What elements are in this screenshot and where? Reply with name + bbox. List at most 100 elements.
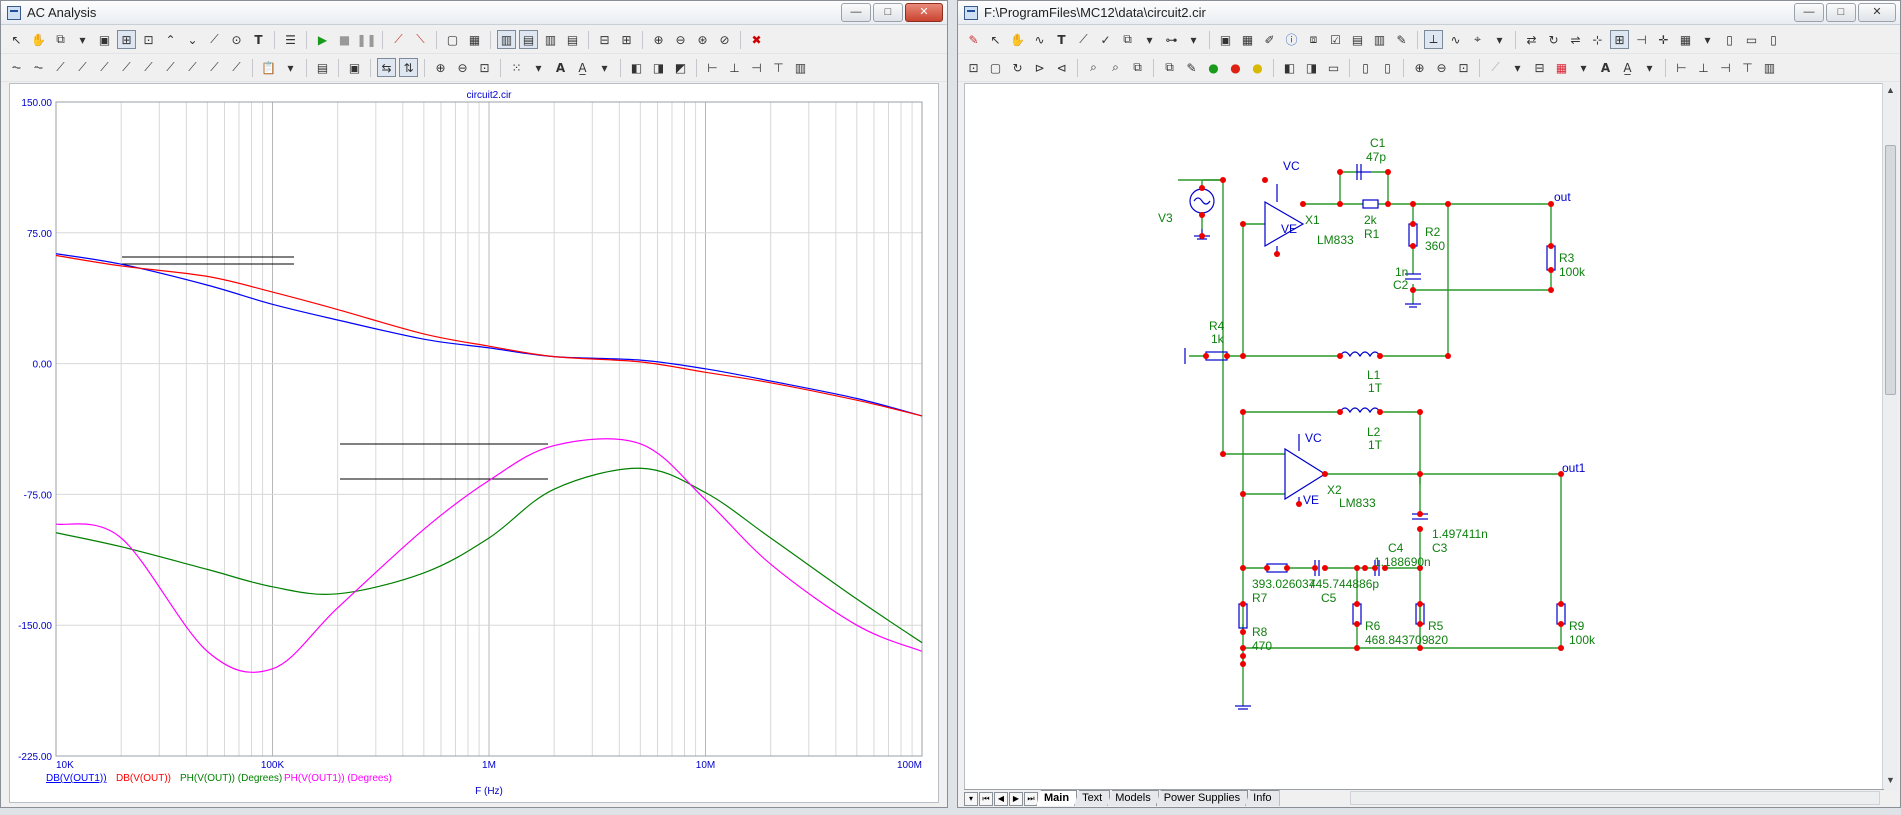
pen-disabled-icon[interactable]: ⟋	[1491, 60, 1500, 74]
align-h-icon[interactable]: ⇆	[377, 58, 396, 77]
r5-label[interactable]: R5	[1428, 619, 1444, 633]
picture-icon[interactable]: ▣	[98, 32, 111, 47]
grid-dots-icon[interactable]: ⁙	[511, 60, 522, 75]
zoom-fit-icon[interactable]: ⊡	[1458, 60, 1469, 75]
x1-opamp-symbol[interactable]	[1264, 200, 1305, 248]
checkbox-icon[interactable]: ☑	[1330, 32, 1341, 47]
mirror-icon[interactable]: ⇌	[1570, 32, 1581, 47]
scroll-down-arrow-icon[interactable]: ▼	[1886, 775, 1895, 785]
x2-model-label[interactable]: LM833	[1339, 496, 1376, 510]
curve-remove-icon[interactable]: ⟍	[416, 32, 425, 46]
waveform-2-icon[interactable]: ⏦	[33, 60, 44, 74]
layout-2-icon[interactable]: ▤	[519, 30, 538, 49]
tab-text[interactable]: Text	[1074, 790, 1111, 806]
legend-item-4[interactable]: PH(V(OUT1)) (Degrees)	[284, 773, 392, 784]
x1-model-label[interactable]: LM833	[1317, 233, 1354, 247]
r7-label[interactable]: R7	[1252, 591, 1268, 605]
zoom-box-icon[interactable]: ⊡	[479, 60, 490, 75]
component-icon[interactable]: ✎	[968, 32, 979, 47]
mirror-h-icon[interactable]: ⊳	[1034, 60, 1045, 75]
dropdown-arrow-icon[interactable]: ▾	[1190, 32, 1197, 47]
snap-icon[interactable]: ⊟	[1534, 60, 1545, 75]
red-stop-icon[interactable]: ●	[1230, 60, 1241, 75]
c2-label[interactable]: C2	[1393, 278, 1409, 292]
l2-value-label[interactable]: 1T	[1368, 438, 1383, 452]
layer-3-icon[interactable]: ◩	[674, 60, 687, 75]
tab-last-arrow-icon[interactable]: ⏭	[1024, 792, 1038, 806]
c2-value-label[interactable]: 1n	[1395, 265, 1408, 279]
tab-next-arrow-icon[interactable]: ▶	[1009, 792, 1023, 806]
legend-item-3[interactable]: PH(V(OUT)) (Degrees)	[180, 773, 282, 784]
vertical-scrollbar[interactable]: ▲ ▼	[1882, 83, 1898, 791]
x2-opamp-symbol[interactable]	[1284, 447, 1327, 501]
doc-delete-icon[interactable]: ▯	[1384, 60, 1391, 75]
r1-symbol[interactable]	[1362, 199, 1379, 209]
l1-label[interactable]: L1	[1367, 368, 1381, 382]
align-left-icon[interactable]: ⊢	[1676, 60, 1687, 75]
dropdown-arrow-icon[interactable]: ▾	[1580, 60, 1587, 75]
out1-net-label[interactable]: out1	[1562, 461, 1586, 475]
chart-icon[interactable]: ▥	[1373, 32, 1386, 47]
vc1-label[interactable]: VC	[1283, 159, 1300, 173]
box-icon[interactable]: ▢	[446, 32, 459, 47]
tab-menu-arrow-icon[interactable]: ▾	[964, 792, 978, 806]
r3-value-label[interactable]: 100k	[1559, 265, 1586, 279]
valley-icon[interactable]: ⌄	[187, 32, 198, 47]
box-select-icon[interactable]: ▢	[989, 60, 1002, 75]
legend-item-2[interactable]: DB(V(OUT))	[116, 773, 171, 784]
dropdown-arrow-icon[interactable]: ▾	[601, 60, 608, 75]
waveform-1-icon[interactable]: ⏦	[11, 60, 22, 74]
align-v-icon[interactable]: ⇅	[399, 58, 418, 77]
waveform-5-icon[interactable]: ⟋	[100, 60, 109, 74]
dropdown-arrow-icon[interactable]: ▾	[535, 60, 542, 75]
pin-connect-icon[interactable]: ⊣	[1636, 32, 1647, 47]
text-tool-icon[interactable]: T	[1057, 32, 1066, 47]
tile-v-icon[interactable]: ⊞	[621, 32, 632, 47]
c1-label[interactable]: C1	[1370, 136, 1386, 150]
doc-icon[interactable]: ▯	[1362, 60, 1369, 75]
tab-main[interactable]: Main	[1036, 790, 1078, 806]
font-icon[interactable]: A	[1600, 60, 1611, 75]
zoom-out-2-icon[interactable]: ⊖	[457, 60, 468, 75]
r3-symbol[interactable]	[1546, 245, 1556, 271]
c4-label[interactable]: C4	[1388, 541, 1404, 555]
scale-mode-icon[interactable]: ⊞	[117, 30, 136, 49]
ac-analysis-plot[interactable]: circuit2.cir 150.0075.000.00-75.00-150.0…	[10, 84, 940, 804]
pen-icon[interactable]: ✐	[1264, 32, 1275, 47]
l1-value-label[interactable]: 1T	[1368, 381, 1383, 395]
layout-1-icon[interactable]: ▥	[497, 30, 516, 49]
layer-icon[interactable]: ◧	[1283, 60, 1296, 75]
page-2-icon[interactable]: ▭	[1745, 32, 1758, 47]
cursor-mode-icon[interactable]: ⊡	[143, 32, 154, 47]
page-3-icon[interactable]: ▯	[1770, 32, 1777, 47]
rotate-icon[interactable]: ↻	[1548, 32, 1559, 47]
align-center-icon[interactable]: ⊥	[1698, 60, 1709, 75]
zoom-in-2-icon[interactable]: ⊕	[435, 60, 446, 75]
r9-value-label[interactable]: 100k	[1569, 633, 1596, 647]
l2-symbol[interactable]	[1339, 407, 1381, 414]
schematic-canvas[interactable]: V3 X1 LM833 C1 47p 2k R1 R2 360 1n C2 R3…	[964, 83, 1884, 791]
maximize-button[interactable]: □	[873, 3, 903, 22]
dropdown-arrow-icon[interactable]: ▾	[1646, 60, 1653, 75]
page-icon[interactable]: ▯	[1726, 32, 1733, 47]
schematic-titlebar[interactable]: F:\ProgramFiles\MC12\data\circuit2.cir —…	[958, 1, 1900, 25]
tile-h-icon[interactable]: ⊟	[599, 32, 610, 47]
grid-toggle-icon[interactable]: ⊞	[1610, 30, 1629, 49]
layout-3-icon[interactable]: ▥	[544, 32, 557, 47]
ac-analysis-titlebar[interactable]: AC Analysis — □ ✕	[1, 1, 947, 25]
zoom-fit-icon[interactable]: ⊛	[697, 32, 708, 47]
schematic-drawing[interactable]: V3 X1 LM833 C1 47p 2k R1 R2 360 1n C2 R3…	[965, 84, 1885, 792]
vc2-label[interactable]: VC	[1305, 431, 1322, 445]
waveform-4-icon[interactable]: ⟋	[78, 60, 87, 74]
peak-icon[interactable]: ⌃	[165, 32, 176, 47]
waveform-7-icon[interactable]: ⟋	[144, 60, 153, 74]
panel-icon[interactable]: ▣	[348, 60, 361, 75]
waveform-10-icon[interactable]: ⟋	[210, 60, 219, 74]
palette-icon[interactable]: ▦	[1555, 60, 1568, 75]
wire-tool-icon[interactable]: ✓	[1100, 32, 1111, 47]
pan-hand-icon[interactable]: ✋	[31, 32, 46, 47]
r7-value-label[interactable]: 393.026037	[1252, 577, 1316, 591]
grid-icon[interactable]: ▦	[468, 32, 481, 47]
align-center-icon[interactable]: ⊥	[729, 60, 740, 75]
dropdown-arrow-icon[interactable]: ▾	[1496, 32, 1503, 47]
